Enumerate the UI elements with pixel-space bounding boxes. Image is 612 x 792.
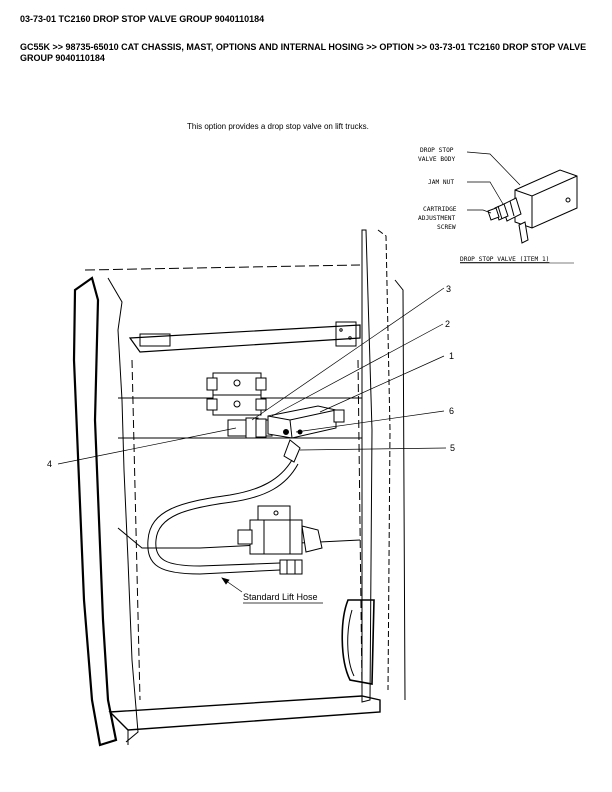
callout-3: 3 (446, 284, 451, 294)
callout-6: 6 (449, 406, 454, 416)
label-jam-nut: JAM NUT (428, 179, 454, 186)
callout-4: 4 (47, 459, 52, 469)
breadcrumb: GC55K >> 98735-65010 CAT CHASSIS, MAST, … (20, 42, 587, 63)
label-body-2: VALVE BODY (418, 156, 456, 163)
callout-1: 1 (449, 351, 454, 361)
diagram-caption: This option provides a drop stop valve o… (187, 122, 369, 131)
label-screw-3: SCREW (437, 224, 456, 231)
callout-5: 5 (450, 443, 455, 453)
label-body-1: DROP STOP (420, 147, 454, 154)
chassis-drawing (72, 229, 406, 747)
lower-pump (237, 505, 323, 555)
label-screw-1: CARTRIDGE (423, 206, 457, 213)
label-screw-2: ADJUSTMENT (418, 215, 456, 222)
lift-hose (147, 459, 303, 575)
page-title: 03-73-01 TC2160 DROP STOP VALVE GROUP 90… (20, 14, 265, 24)
valve-detail-inset (466, 151, 578, 244)
hose-label: Standard Lift Hose (243, 592, 318, 602)
valve-group (206, 372, 345, 463)
inset-title: DROP STOP VALVE (ITEM 1) (460, 256, 549, 263)
callout-2: 2 (445, 319, 450, 329)
callout-leaders (57, 287, 447, 593)
